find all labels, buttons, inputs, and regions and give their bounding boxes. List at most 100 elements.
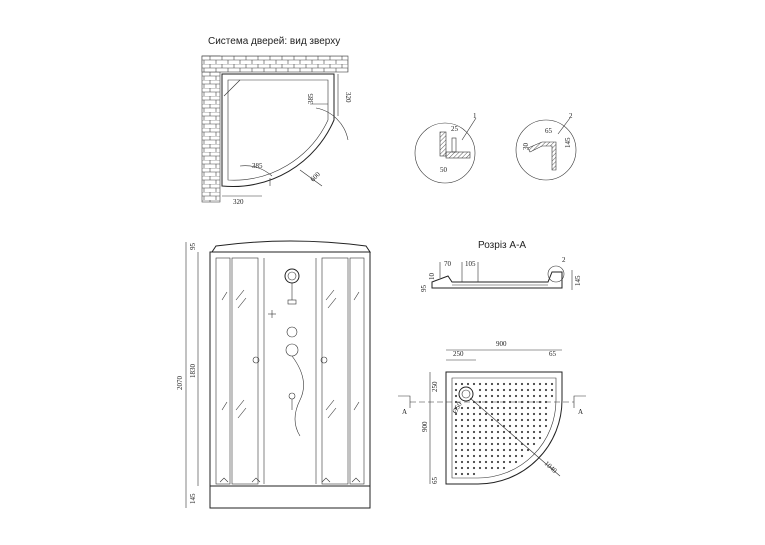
tray-dot	[454, 430, 458, 434]
tray-dot	[526, 412, 530, 416]
tray-inner-outline	[451, 377, 557, 479]
dim-total: 2070	[176, 376, 184, 391]
detail-1-dim-b: 50	[440, 166, 448, 174]
tray-dot	[508, 424, 512, 428]
tray-dot	[526, 418, 530, 422]
top-view-title: Система дверей: вид зверху	[208, 36, 340, 47]
tray-dot	[478, 460, 482, 464]
tray-dot	[532, 388, 536, 392]
tray-dot	[520, 454, 524, 458]
tray-dot	[460, 406, 464, 410]
tray-dot	[466, 406, 470, 410]
tray-dim-250-top: 250	[453, 350, 464, 358]
tray-dot	[508, 448, 512, 452]
tray-dot	[526, 388, 530, 392]
tray-dot	[484, 466, 488, 470]
tray-dot	[532, 406, 536, 410]
tray-dot	[484, 412, 488, 416]
tray-dot	[466, 442, 470, 446]
section-aa-profile	[431, 271, 563, 289]
tray-dot	[520, 418, 524, 422]
detail-2-leader	[557, 117, 571, 135]
tray-dot	[466, 424, 470, 428]
section-aa-detail-label: 2	[562, 256, 566, 264]
section-aa-dim-70: 70	[444, 260, 452, 268]
shower-head	[284, 268, 300, 284]
tray-dot	[514, 442, 518, 446]
tray-dot	[520, 430, 524, 434]
tray-dot	[550, 394, 554, 398]
tray-dot	[550, 388, 554, 392]
cut-right-label: A	[578, 408, 583, 416]
tray-dot	[496, 466, 500, 470]
tray-dot	[472, 424, 476, 428]
tray-dot	[454, 424, 458, 428]
tray-dot	[460, 472, 464, 476]
tray-dot	[538, 388, 542, 392]
top-view-outline	[221, 73, 335, 188]
tray-dot	[496, 442, 500, 446]
tray-dot	[484, 406, 488, 410]
tray-dot	[466, 436, 470, 440]
tray-dot	[490, 460, 494, 464]
dim-door-h: 385	[252, 162, 263, 170]
tray-dot	[520, 448, 524, 452]
tray-dot	[472, 454, 476, 458]
cut-left-label: A	[402, 408, 407, 416]
front-roof	[211, 240, 371, 253]
dim-body: 1830	[189, 364, 197, 379]
tray-dot	[454, 436, 458, 440]
door-rollers	[219, 477, 361, 483]
tray-dot	[550, 382, 554, 386]
tray-dot	[514, 394, 518, 398]
tray-dot	[544, 388, 548, 392]
tray-dot	[502, 442, 506, 446]
detail-2-dim-b: 30	[522, 143, 530, 151]
tray-dot	[478, 466, 482, 470]
tray-dot	[520, 382, 524, 386]
tray-dot	[532, 436, 536, 440]
tray-dot	[520, 406, 524, 410]
tray-dot	[472, 430, 476, 434]
tray-dot	[466, 430, 470, 434]
tray-dot	[544, 394, 548, 398]
tray-diag-line	[469, 397, 561, 477]
detail-1-leader	[461, 117, 477, 141]
dim-bottom: 320	[233, 198, 244, 206]
tray-dot	[454, 454, 458, 458]
tray-dot	[454, 388, 458, 392]
tray-dot	[508, 406, 512, 410]
tray-dot	[478, 382, 482, 386]
tray-dot	[508, 388, 512, 392]
tray-dot	[466, 466, 470, 470]
tray-dot	[472, 466, 476, 470]
tray-dot	[514, 424, 518, 428]
tray-dot	[520, 388, 524, 392]
tray-dot	[544, 424, 548, 428]
dim-radius: 600	[309, 170, 322, 183]
top-view: Система дверей: вид зверху 320 320 385 3…	[201, 36, 352, 206]
tray-dot	[538, 424, 542, 428]
detail-1-wall	[439, 131, 447, 157]
tray-dot	[454, 448, 458, 452]
tray-dot	[544, 406, 548, 410]
tray-dot	[508, 436, 512, 440]
tray-dot	[532, 412, 536, 416]
tray-dot	[514, 460, 518, 464]
tray-dot	[478, 454, 482, 458]
tray-dot	[508, 460, 512, 464]
tray-dot	[502, 412, 506, 416]
tray-dot	[472, 448, 476, 452]
panel-right-outer	[349, 257, 365, 485]
tray-dot	[484, 424, 488, 428]
tray-dot	[496, 460, 500, 464]
tray-dot	[508, 442, 512, 446]
cut-marker-right	[573, 395, 586, 408]
top-brick-wall	[201, 55, 349, 73]
detail-1-dim-a: 25	[451, 125, 459, 133]
tray-dot	[484, 418, 488, 422]
cut-marker-left	[398, 395, 411, 408]
tray-dot	[496, 454, 500, 458]
tray-dot	[478, 448, 482, 452]
tray-dot	[460, 382, 464, 386]
